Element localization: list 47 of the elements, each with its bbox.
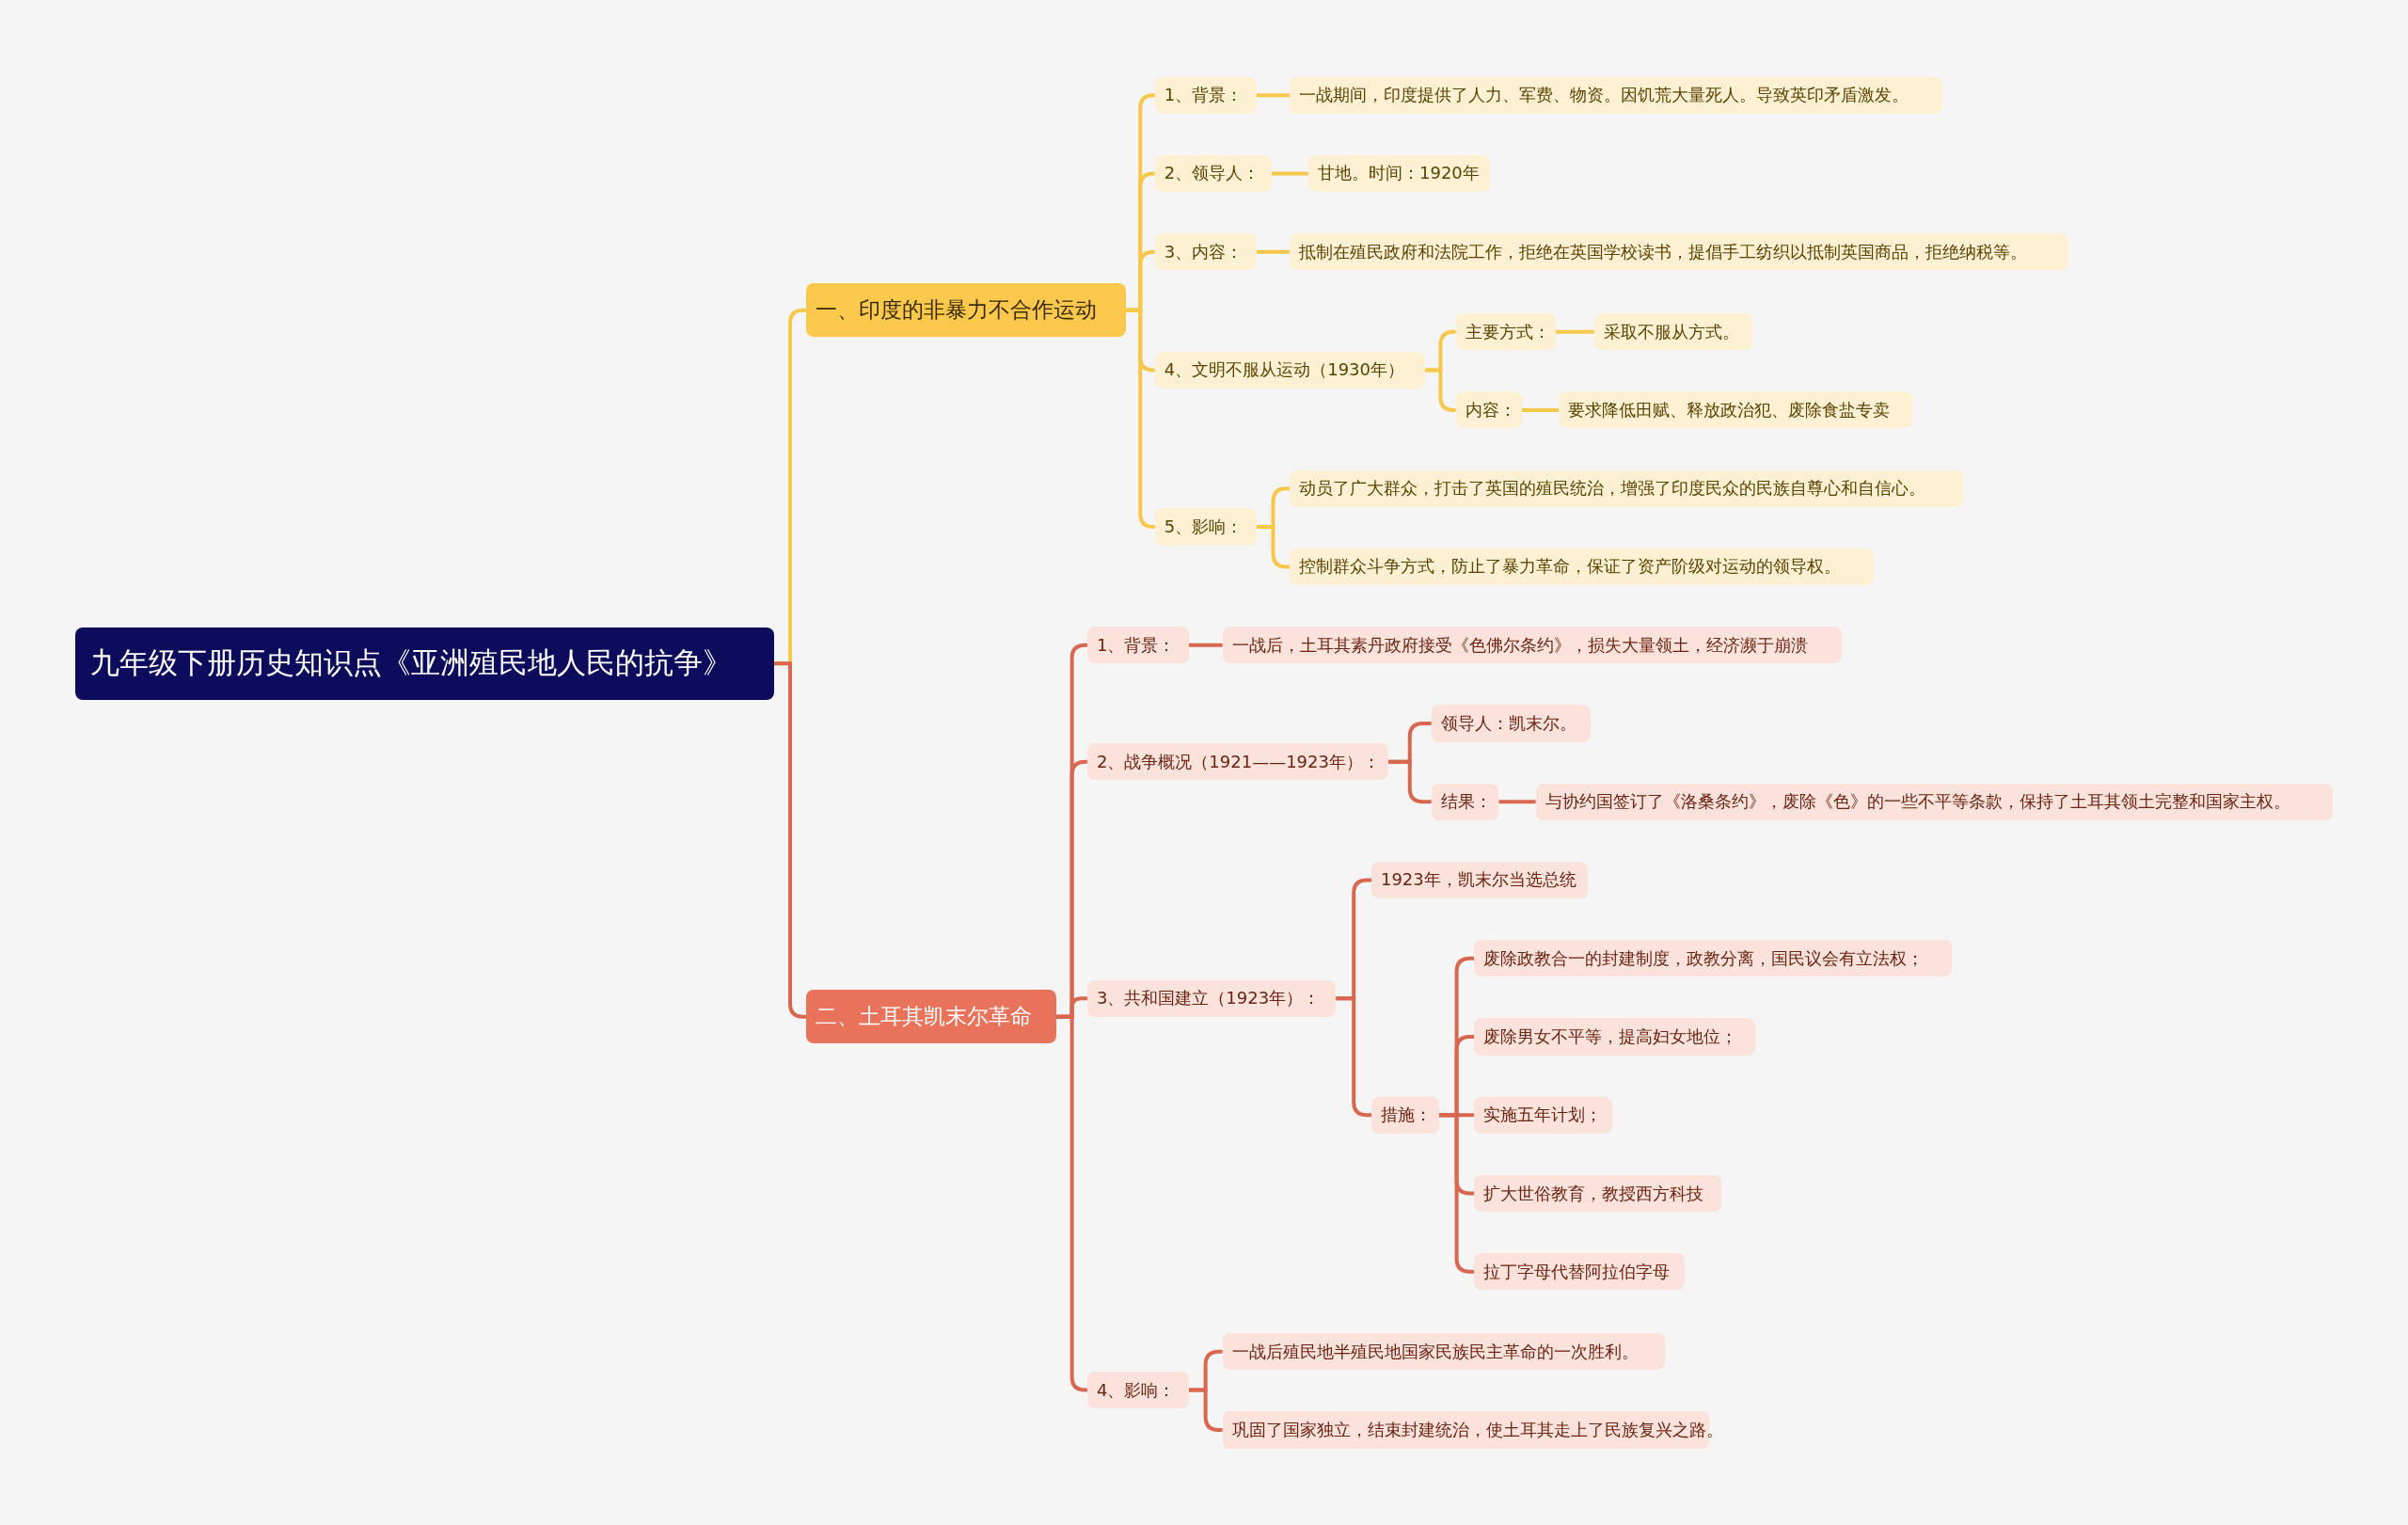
topic-box: 拉丁字母代替阿拉伯字母 bbox=[1474, 1253, 1685, 1291]
topic-box: 扩大世俗教育，教授西方科技 bbox=[1474, 1174, 1722, 1213]
topic-box: 一战后殖民地半殖民地国家民族民主革命的一次胜利。 bbox=[1222, 1333, 1665, 1371]
topic-box: 1、背景： bbox=[1086, 627, 1189, 664]
connector-line bbox=[1188, 1388, 1223, 1432]
topic-box: 控制群众斗争方式，防止了暴力革命，保证了资产阶级对运动的领导权。 bbox=[1290, 548, 1874, 585]
topic-box: 4、影响： bbox=[1086, 1371, 1189, 1409]
topic-box: 甘地。时间：1920年 bbox=[1308, 154, 1490, 193]
connector-line bbox=[1438, 1113, 1475, 1274]
connector-line bbox=[1425, 368, 1456, 412]
topic-box: 措施： bbox=[1370, 1096, 1439, 1134]
connector-line bbox=[1498, 800, 1536, 804]
topic-box: 采取不服从方式。 bbox=[1593, 313, 1752, 351]
topic-box: 2、战争概况（1921——1923年）： bbox=[1086, 743, 1388, 781]
connector-line bbox=[1188, 643, 1223, 647]
topic-box: 1、背景： bbox=[1154, 76, 1257, 114]
connector-line bbox=[1521, 407, 1560, 412]
connector-line bbox=[1125, 308, 1156, 529]
root-topic-box: 九年级下册历史知识点《亚洲殖民地人民的抗争》 bbox=[75, 627, 774, 700]
topic-box: 实施五年计划； bbox=[1474, 1096, 1613, 1134]
branch-topic-box: 一、印度的非暴力不合作运动 bbox=[806, 283, 1126, 338]
topic-box: 4、文明不服从运动（1930年） bbox=[1154, 351, 1426, 389]
topic-box: 内容： bbox=[1455, 391, 1522, 429]
topic-box: 抵制在殖民政府和法院工作，拒绝在英国学校读书，提倡手工纺织以抵制英国商品，拒绝纳税等。 bbox=[1290, 233, 2069, 271]
topic-box: 3、共和国建立（1923年）： bbox=[1086, 979, 1337, 1017]
topic-box: 2、领导人： bbox=[1154, 154, 1272, 193]
topic-box: 要求降低田赋、释放政治犯、废除食盐专卖 bbox=[1559, 391, 1912, 429]
connector-line bbox=[1256, 249, 1291, 254]
topic-box: 1923年，凯末尔当选总统 bbox=[1370, 861, 1589, 899]
topic-box: 结果： bbox=[1431, 783, 1499, 820]
topic-box: 领导人：凯末尔。 bbox=[1431, 705, 1592, 742]
topic-box: 一战期间，印度提供了人力、军费、物资。因饥荒大量死人。导致英印矛盾激发。 bbox=[1290, 76, 1943, 114]
topic-box: 与协约国签订了《洛桑条约》，废除《色》的一些不平等条款，保持了土耳其领土完整和国家主权。 bbox=[1535, 783, 2333, 820]
topic-box: 主要方式： bbox=[1455, 313, 1556, 351]
connector-line bbox=[1256, 93, 1291, 98]
topic-box: 5、影响： bbox=[1154, 508, 1257, 546]
connector-line bbox=[1555, 329, 1594, 334]
connector-line bbox=[1387, 759, 1432, 804]
topic-box: 废除男女不平等，提高妇女地位； bbox=[1474, 1018, 1756, 1056]
topic-box: 一战后，土耳其素丹政府接受《色佛尔条约》，损失大量领土，经济濒于崩溃 bbox=[1222, 627, 1842, 664]
topic-box: 巩固了国家独立，结束封建统治，使土耳其走上了民族复兴之路。 bbox=[1222, 1411, 1710, 1449]
connector-line bbox=[1271, 171, 1308, 176]
connector-line bbox=[1256, 525, 1291, 569]
topic-box: 废除政教合一的封建制度，政教分离，国民议会有立法权； bbox=[1474, 940, 1953, 977]
topic-box: 动员了广大群众，打击了英国的殖民统治，增强了印度民众的民族自尊心和自信心。 bbox=[1290, 469, 1963, 507]
topic-box: 3、内容： bbox=[1154, 233, 1257, 271]
branch-topic-box: 二、土耳其凯末尔革命 bbox=[806, 990, 1057, 1044]
